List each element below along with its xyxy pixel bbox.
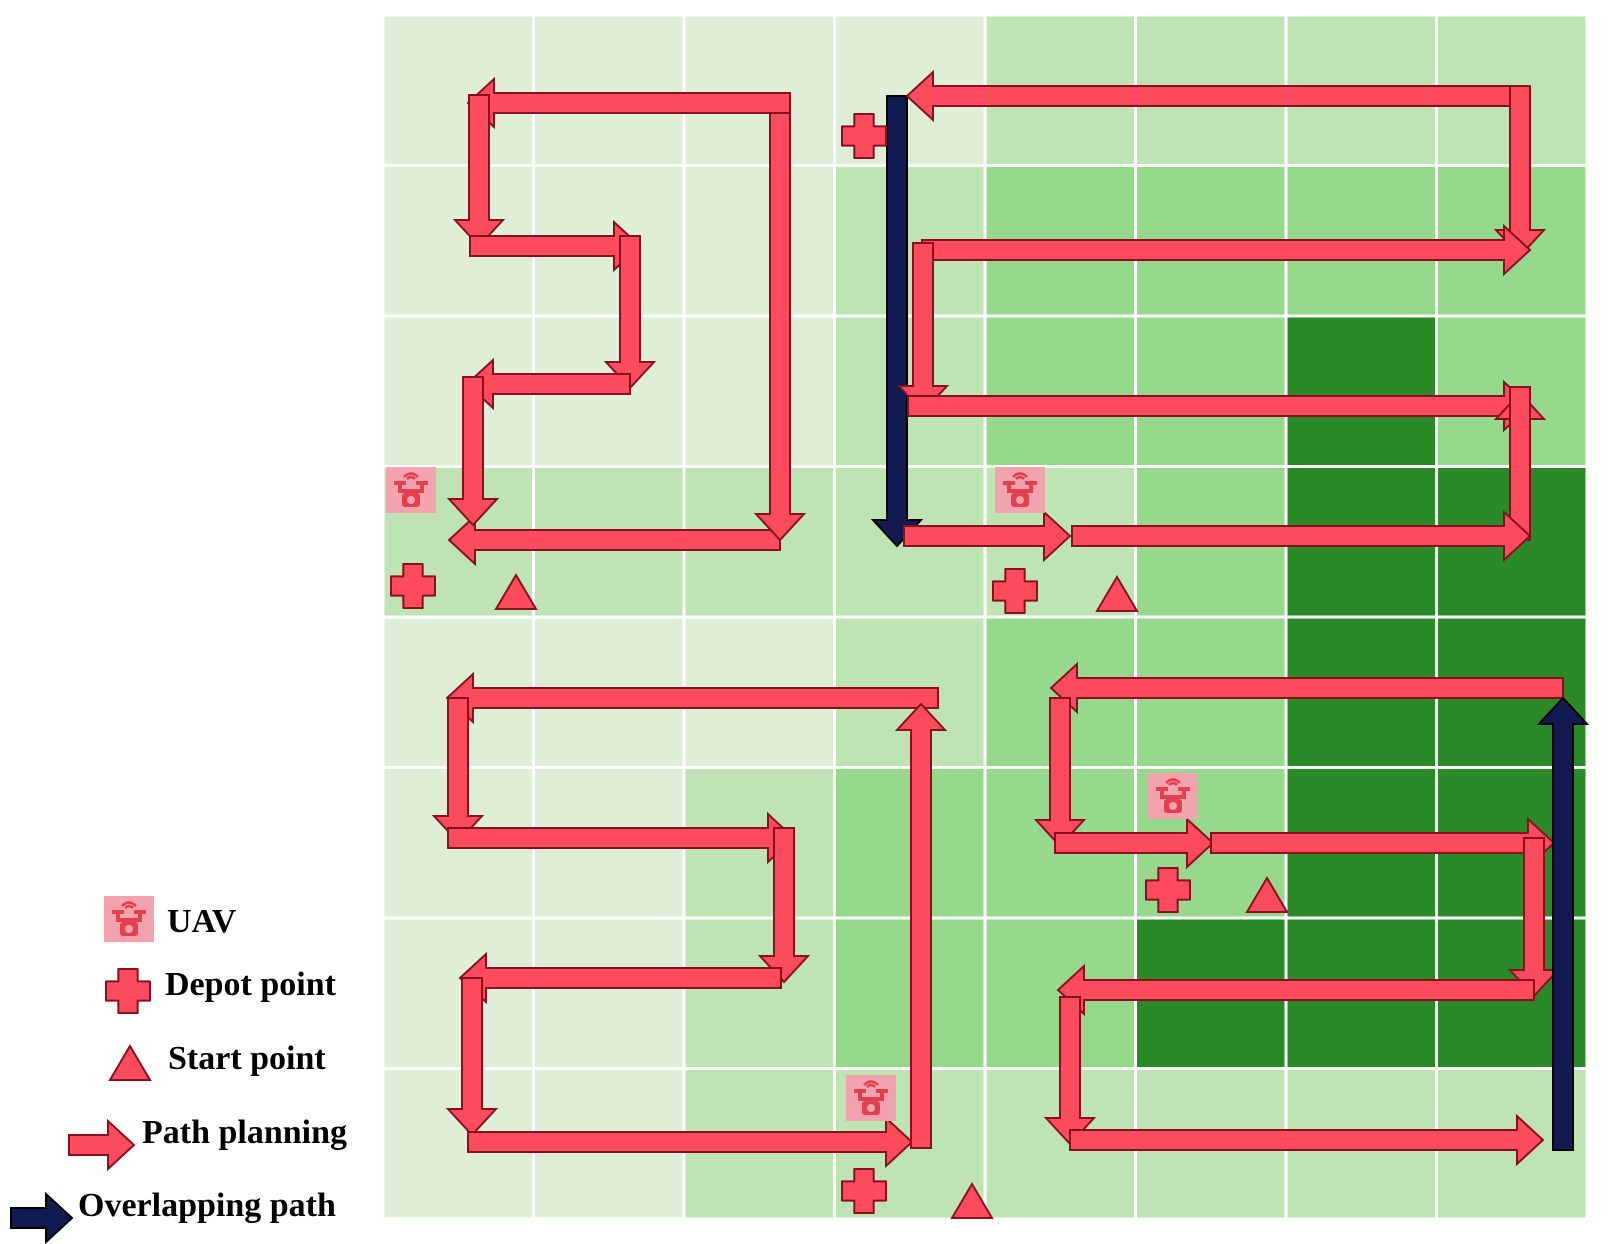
depot-marker bbox=[992, 568, 1038, 614]
start-marker bbox=[1245, 876, 1289, 913]
path-arrow bbox=[903, 509, 1072, 563]
path-arrow bbox=[469, 219, 642, 273]
depot-marker bbox=[841, 113, 887, 159]
grid-cell bbox=[682, 164, 836, 318]
grid-cell bbox=[682, 13, 836, 167]
legend-path-label: Path planning bbox=[142, 1114, 347, 1151]
path-arrow bbox=[445, 977, 499, 1137]
path-arrow bbox=[446, 376, 500, 527]
grid-cell bbox=[682, 916, 836, 1070]
path-arrow bbox=[467, 1115, 914, 1169]
grid-cell bbox=[833, 766, 987, 920]
drone-icon bbox=[104, 896, 154, 942]
depot-marker bbox=[841, 1168, 887, 1214]
path-arrows bbox=[431, 69, 1590, 1169]
path-arrow bbox=[757, 827, 811, 984]
dark-arrow-icon-glyph bbox=[10, 1191, 74, 1244]
start-marker bbox=[1095, 575, 1139, 612]
start-marker bbox=[950, 1182, 994, 1219]
start-marker bbox=[494, 573, 538, 610]
right-arrow-icon bbox=[68, 1118, 136, 1172]
cross-icon bbox=[105, 968, 151, 1014]
path-arrow bbox=[1069, 1113, 1545, 1167]
triangle-icon bbox=[108, 1044, 152, 1081]
grid-cell bbox=[381, 13, 535, 167]
uav-marker bbox=[995, 467, 1045, 513]
grid-cell bbox=[1134, 314, 1288, 468]
path-arrow bbox=[1054, 816, 1215, 870]
path-arrow bbox=[905, 69, 1519, 123]
drone-icon-glyph bbox=[104, 896, 154, 942]
grid-cell bbox=[381, 916, 535, 1070]
path-arrow bbox=[753, 105, 807, 542]
path-arrow bbox=[447, 513, 781, 567]
path-arrow bbox=[452, 94, 506, 248]
legend-uav-label: UAV bbox=[167, 903, 237, 940]
grid-cell bbox=[682, 314, 836, 468]
path-arrow bbox=[1509, 386, 1531, 541]
dark-arrow-icon bbox=[10, 1191, 74, 1244]
legend-start-label: Start point bbox=[168, 1040, 326, 1077]
path-arrow bbox=[447, 811, 796, 865]
cross-icon-glyph bbox=[105, 968, 151, 1014]
grid-cell bbox=[833, 916, 987, 1070]
grid-cell bbox=[983, 314, 1137, 468]
right-arrow-icon-glyph bbox=[68, 1118, 136, 1172]
uav-marker bbox=[386, 467, 436, 513]
depot-marker bbox=[1145, 867, 1191, 913]
uav-marker bbox=[846, 1075, 896, 1121]
path-arrow bbox=[894, 702, 948, 1149]
uav-marker bbox=[1148, 773, 1198, 819]
path-arrow bbox=[1071, 509, 1532, 563]
legend-overlap-label: Overlapping path bbox=[78, 1187, 336, 1224]
legend-depot-label: Depot point bbox=[165, 966, 337, 1003]
grid-cell bbox=[532, 13, 686, 167]
depot-marker bbox=[390, 563, 436, 609]
legend: UAV Depot point Start point Path plannin… bbox=[10, 896, 347, 1244]
grid-cell bbox=[532, 916, 686, 1070]
grid-cell bbox=[1284, 314, 1438, 468]
overlap-arrow bbox=[1536, 696, 1590, 1151]
path-arrow bbox=[921, 223, 1532, 277]
path-arrow bbox=[603, 235, 657, 390]
coverage-grid bbox=[381, 13, 1589, 1221]
map-markers bbox=[386, 113, 1289, 1219]
path-arrow bbox=[1507, 837, 1561, 998]
triangle-icon-glyph bbox=[108, 1044, 152, 1081]
